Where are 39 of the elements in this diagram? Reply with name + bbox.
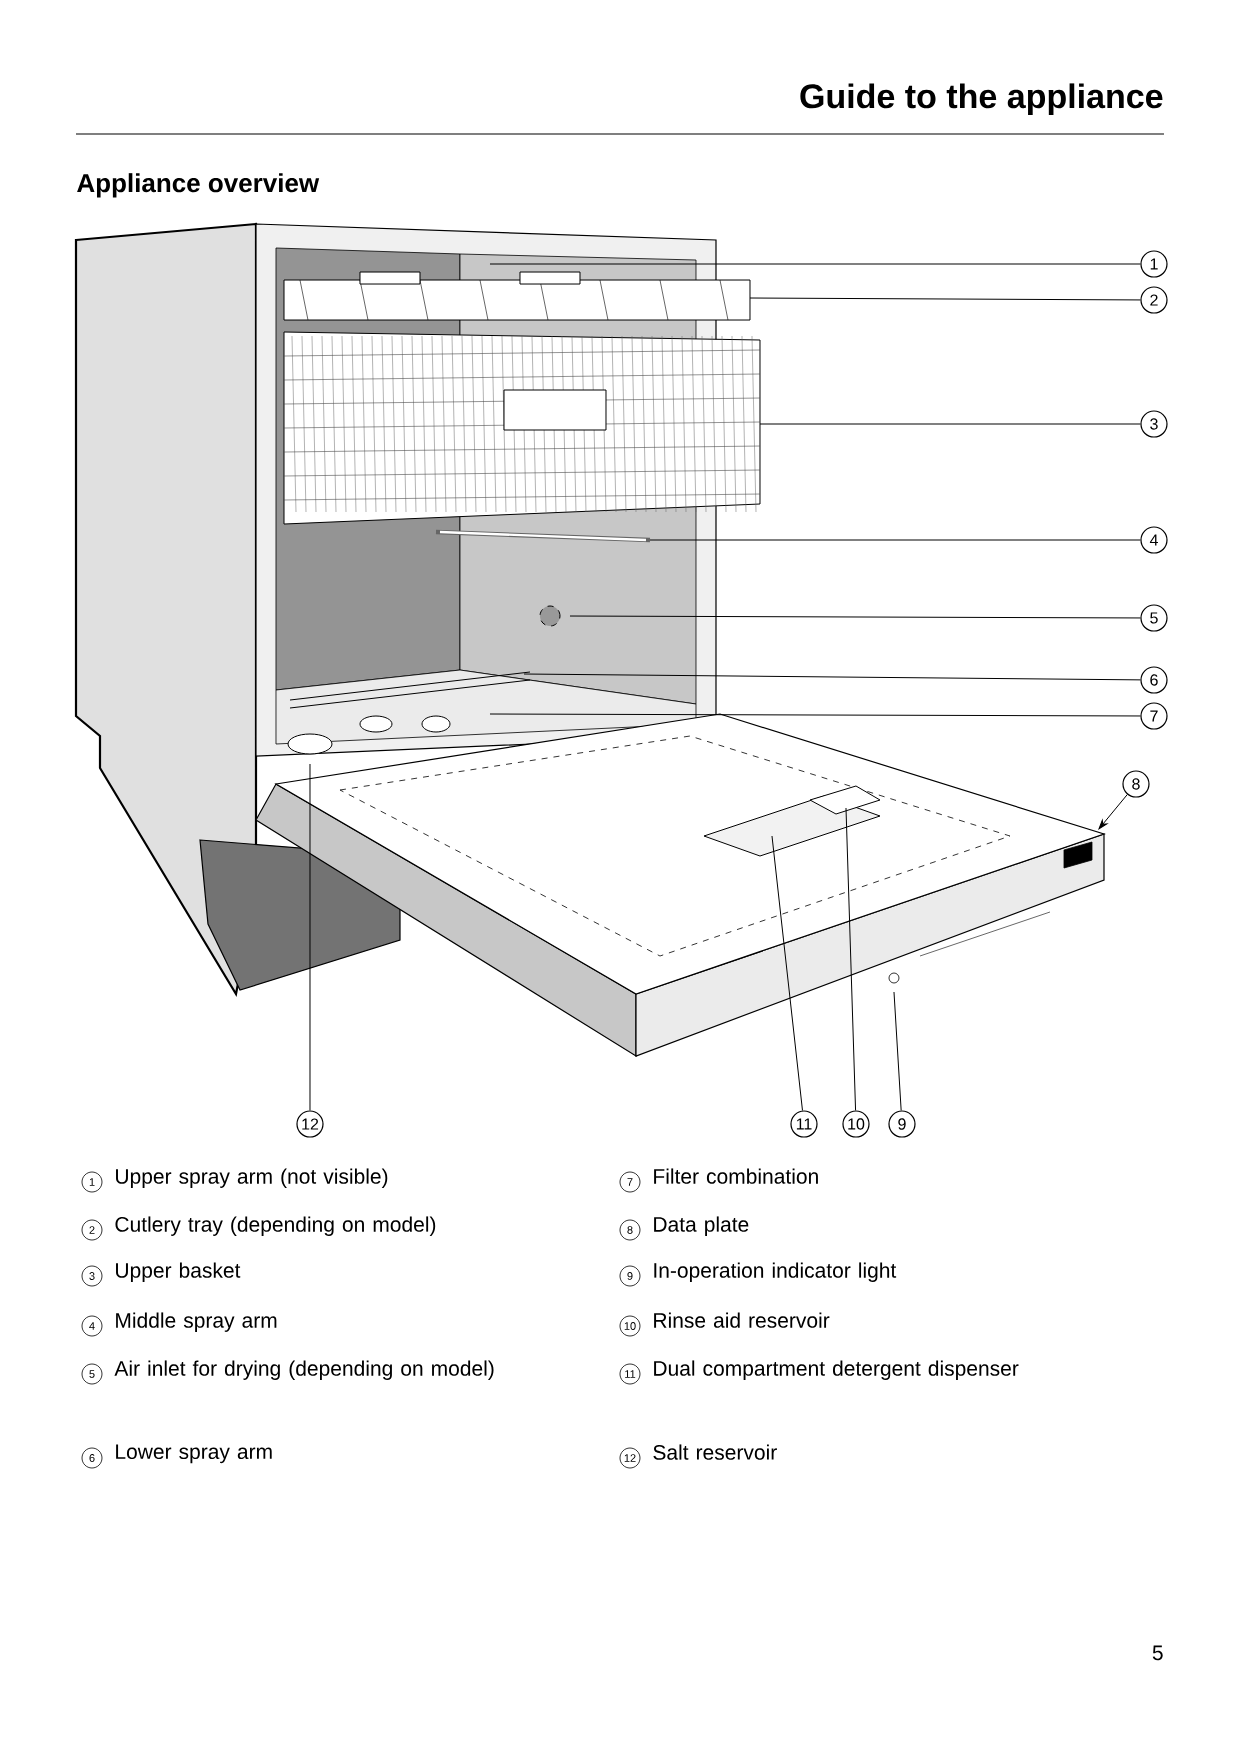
leader-line	[845, 807, 857, 1111]
page-title: Guide to the appliance	[800, 83, 1163, 116]
callout-number: 1	[1140, 250, 1168, 278]
leader-line	[309, 763, 311, 1111]
item-label: In-operation indicator light	[654, 1262, 897, 1282]
item-label: Dual compartment detergent dispenser	[654, 1360, 1019, 1380]
item-label: Upper spray arm (not visible)	[116, 1168, 388, 1188]
item-label: Cutlery tray (depending on model)	[115, 1216, 436, 1236]
callout-number: 2	[1140, 286, 1168, 314]
leader-line	[893, 991, 902, 1111]
item-label: Lower spray arm	[116, 1444, 272, 1464]
item-label: Salt reservoir	[653, 1444, 777, 1460]
leader-line	[569, 615, 1141, 619]
callout-number: 11	[790, 1110, 818, 1138]
callout-number: 9	[888, 1110, 916, 1138]
callout-number: 3	[1140, 410, 1168, 438]
callout-number: 12	[296, 1110, 324, 1138]
item-label: Air inlet for drying (depending on model)	[114, 1360, 494, 1380]
item-label: Filter combination	[654, 1168, 818, 1184]
leader-line	[649, 539, 1141, 541]
callout-number: 8	[1122, 770, 1150, 798]
leader-line	[759, 423, 1141, 425]
leader-line	[771, 835, 803, 1111]
item-label: Rinse aid reservoir	[654, 1312, 830, 1328]
leader-line	[749, 297, 1141, 301]
item-label: Data plate	[654, 1216, 749, 1236]
callout-number: 10	[842, 1110, 870, 1138]
callout-number: 7	[1140, 702, 1168, 730]
leader-line	[523, 673, 1141, 681]
page-number: 5	[1152, 1645, 1163, 1661]
item-label: Middle spray arm	[116, 1312, 277, 1332]
callout-number: 5	[1140, 604, 1168, 632]
leader-line	[489, 713, 1141, 717]
item-label: Upper basket	[116, 1262, 241, 1282]
callout-number: 6	[1140, 666, 1168, 694]
callout-number: 4	[1140, 526, 1168, 554]
leader-line	[1098, 794, 1128, 830]
leader-line	[489, 263, 1141, 265]
section-heading: Appliance overview	[77, 173, 320, 198]
